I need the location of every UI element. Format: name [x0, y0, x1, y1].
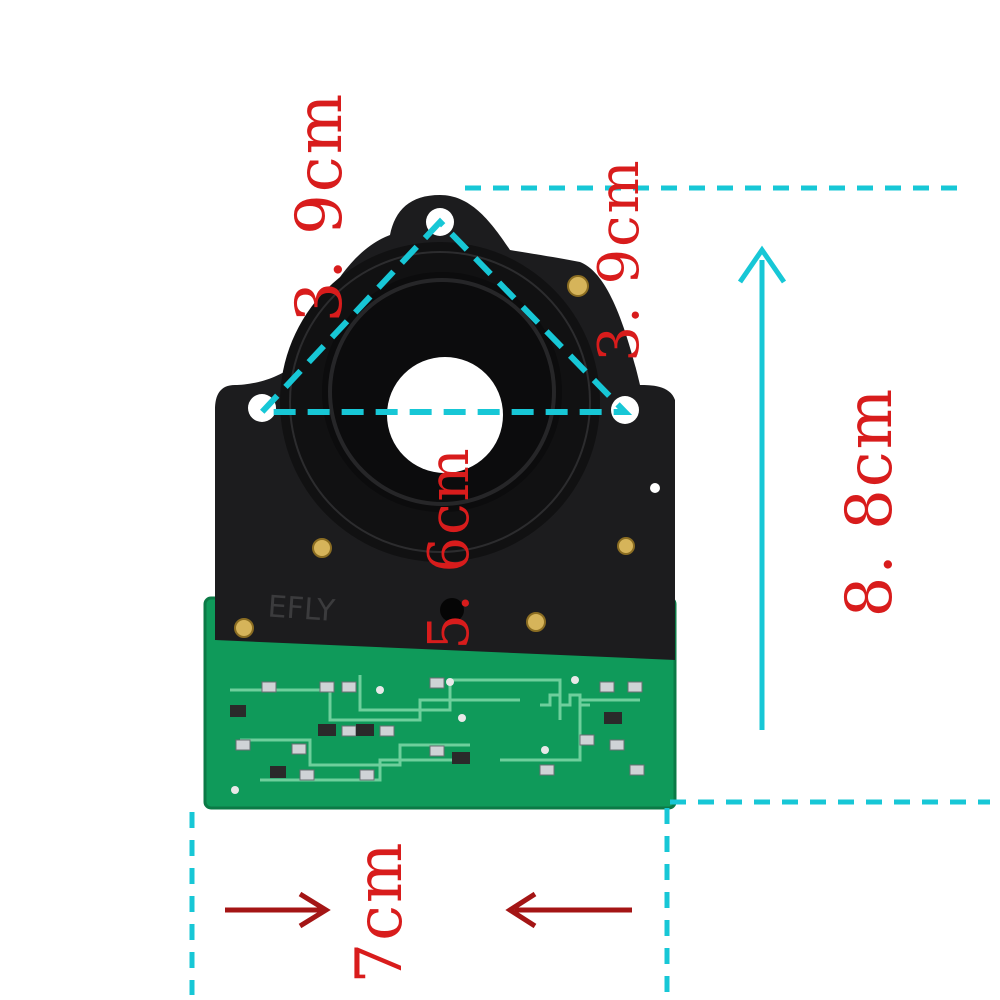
hole-spacing-triangle: [255, 217, 633, 415]
guide-lines: [189, 185, 990, 995]
width-arrows: [225, 891, 632, 929]
width-label: 7cm: [343, 840, 417, 984]
inner-span-label: 5. 6cm: [417, 446, 482, 650]
side-length-label-right: 3. 9cm: [587, 158, 652, 362]
height-label: 8. 8cm: [833, 386, 907, 618]
height-arrow: [737, 245, 787, 730]
sensor-plate: EFLY: [215, 195, 675, 660]
side-length-label-left: 3. 9cm: [283, 91, 357, 323]
brand-mark: EFLY: [267, 589, 337, 629]
